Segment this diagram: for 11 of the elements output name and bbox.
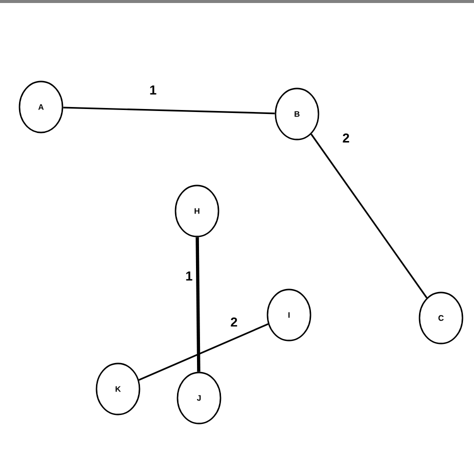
edge-line xyxy=(310,134,428,298)
edge-line xyxy=(138,323,268,381)
edge-line xyxy=(196,237,200,372)
circle-node: H xyxy=(174,184,220,238)
circle-node: A xyxy=(18,80,64,134)
circle-node: J xyxy=(176,372,222,424)
circle-node: B xyxy=(274,88,320,140)
circle-node: K xyxy=(96,362,140,416)
circle-node: I xyxy=(266,288,312,342)
edge-line xyxy=(63,106,275,114)
circle-node: C xyxy=(418,292,464,344)
